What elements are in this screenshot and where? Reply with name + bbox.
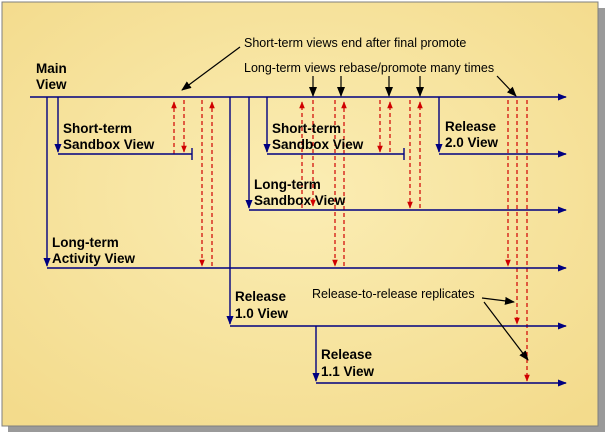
- callout-rebase: [496, 75, 517, 97]
- diagram-background: [1, 1, 599, 427]
- lts-line1: Long-term: [254, 177, 321, 192]
- r20-line1: Release: [445, 119, 497, 134]
- r11-line1: Release: [321, 347, 373, 362]
- callout-replicate: [483, 301, 529, 361]
- st2-line1: Short-term: [272, 121, 341, 136]
- r20-line2: 2.0 View: [445, 135, 499, 150]
- callout-replicate: [481, 296, 515, 305]
- promote-rebase-lines: [171, 100, 530, 382]
- annotations: Short-term views end after final promote…: [244, 36, 494, 301]
- st1-line1: Short-term: [63, 121, 132, 136]
- st2-line2: Sandbox View: [272, 137, 364, 152]
- callout-short-term-end: [181, 46, 241, 91]
- r11-line2: 1.1 View: [321, 364, 375, 379]
- lts-line2: Sandbox View: [254, 193, 346, 208]
- r10-line1: Release: [235, 289, 287, 304]
- label-release-1-1: Release 1.1 View: [321, 347, 375, 379]
- annotation-long-term-rebase: Long-term views rebase/promote many time…: [244, 61, 494, 75]
- lta-line2: Activity View: [52, 251, 136, 266]
- branch-lines: [30, 93, 567, 387]
- annotation-release-replicates: Release-to-release replicates: [312, 287, 475, 301]
- callout-arrows: [181, 46, 529, 361]
- annotation-short-term-end: Short-term views end after final promote: [244, 36, 466, 50]
- st1-line2: Sandbox View: [63, 137, 155, 152]
- lta-line1: Long-term: [52, 235, 119, 250]
- main-line1: Main: [36, 61, 67, 76]
- label-release-1-0: Release 1.0 View: [235, 289, 289, 321]
- main-line2: View: [36, 77, 67, 92]
- r10-line2: 1.0 View: [235, 306, 289, 321]
